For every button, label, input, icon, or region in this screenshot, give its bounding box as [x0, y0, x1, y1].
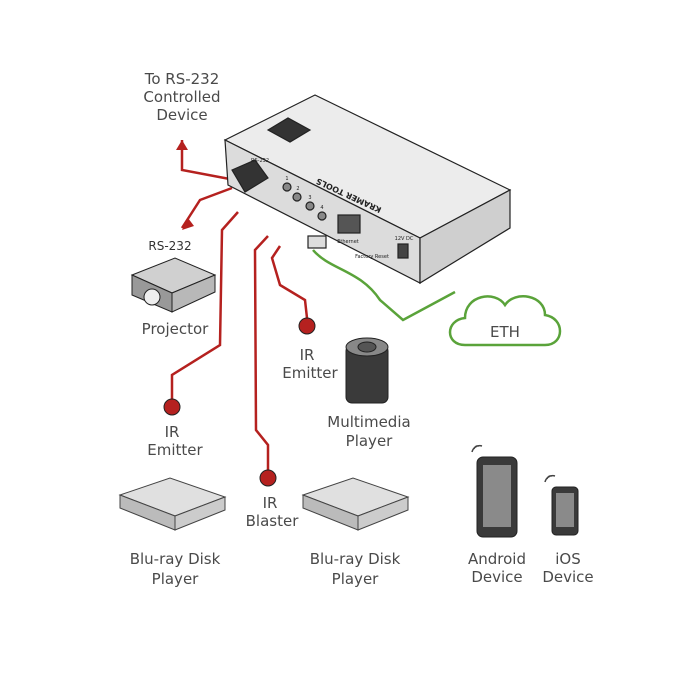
reset-label: Factory Reset — [355, 254, 389, 260]
multimedia-player-label: Multimedia — [327, 413, 410, 431]
ir-emitter-label: Emitter — [147, 441, 203, 459]
ios-screen — [556, 493, 574, 527]
arrow-up-icon — [176, 140, 188, 150]
port-2-label: 2 — [296, 186, 299, 192]
device-rs232-label: RS-232 — [251, 158, 269, 164]
ir-emitter-icon — [163, 398, 181, 416]
ir-blaster-label: IR — [263, 494, 278, 512]
rs232-device-label: Device — [156, 106, 207, 124]
ethernet-port-label: Ethernet — [337, 239, 359, 245]
bluray-label: Blu-ray Disk — [310, 550, 401, 568]
ir-emitter-cable-1 — [170, 211, 239, 400]
rs232-device-label: To RS-232 — [144, 70, 220, 88]
rs232-label: RS-232 — [148, 239, 191, 253]
projector-label: Projector — [142, 320, 209, 338]
multimedia-player-icon — [345, 337, 389, 404]
rs232-device-label: Controlled — [143, 88, 220, 106]
kramer-device — [223, 94, 512, 285]
eth-label: ETH — [490, 323, 520, 341]
ios-label: Device — [542, 568, 593, 586]
port-4-label: 4 — [320, 205, 323, 211]
wifi-icon — [544, 474, 556, 483]
bluray-label: Blu-ray Disk — [130, 550, 221, 568]
arrow-projector-icon — [182, 218, 194, 230]
port-3-label: 3 — [308, 195, 311, 201]
bluray-player-icon — [118, 477, 227, 531]
ethernet-cloud-icon — [448, 295, 562, 347]
ir-blaster-icon — [259, 469, 277, 487]
ir-blaster-label: Blaster — [246, 512, 300, 530]
ir-emitter-label: IR — [165, 423, 180, 441]
ethernet-cable — [312, 249, 456, 322]
ir-emitter-label: Emitter — [282, 364, 338, 382]
android-screen — [483, 465, 511, 527]
ir-emitter-label: IR — [300, 346, 315, 364]
port-1-label: 1 — [285, 176, 288, 182]
projector-icon — [130, 257, 217, 313]
power-label: 12V DC — [395, 236, 414, 242]
android-label: Android — [468, 550, 526, 568]
multimedia-player-label: Player — [346, 432, 394, 450]
wifi-icon — [471, 444, 483, 453]
ios-label: iOS — [555, 550, 581, 568]
ir-emitter-cable-2 — [270, 245, 309, 319]
bluray-label: Player — [332, 570, 380, 588]
ir-blaster-cable — [253, 235, 270, 470]
android-label: Device — [471, 568, 522, 586]
bluray-label: Player — [152, 570, 200, 588]
bluray-player-icon — [301, 477, 410, 531]
ir-emitter-icon — [298, 317, 316, 335]
